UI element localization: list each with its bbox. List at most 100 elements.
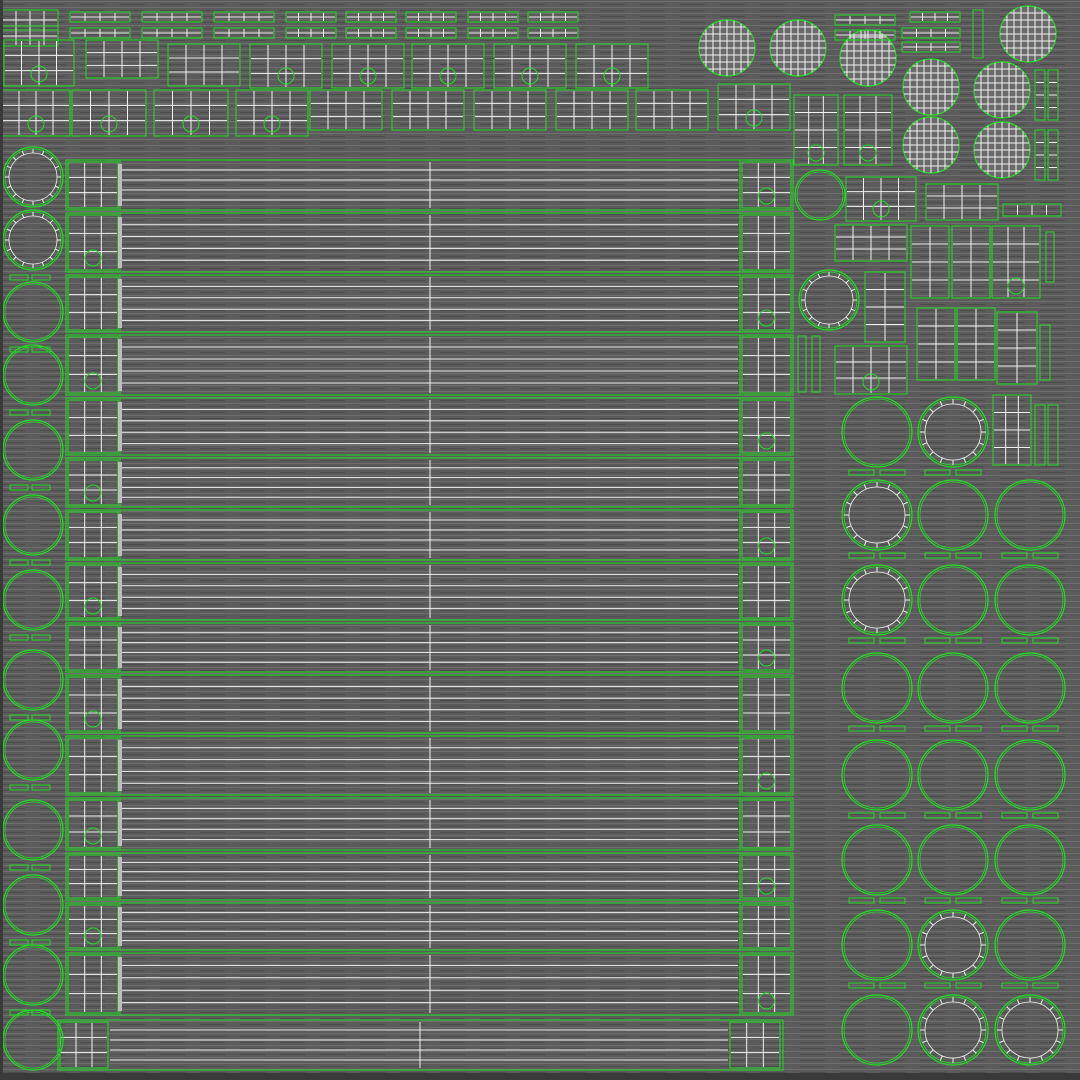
uv-small-strip	[848, 812, 875, 819]
uv-strip-shell	[527, 11, 579, 23]
uv-edge	[978, 418, 984, 422]
uv-edge	[896, 534, 901, 539]
uv-edge	[846, 610, 852, 614]
uv-edge	[49, 219, 54, 224]
uv-edge	[41, 198, 45, 204]
uv-edge	[808, 279, 813, 284]
uv-strip-shell	[405, 11, 457, 23]
uv-strip-shell	[213, 27, 275, 39]
uv-edge	[49, 256, 54, 261]
uv-hole	[603, 67, 621, 85]
uv-ring-shell	[994, 909, 1066, 981]
uv-ring-edge	[4, 801, 62, 859]
uv-edge	[12, 156, 17, 161]
uv-hole	[84, 927, 102, 945]
uv-hole	[872, 200, 890, 218]
uv-hole	[84, 710, 102, 728]
uv-ring-shell	[994, 479, 1066, 551]
uv-small-strip	[1001, 897, 1028, 904]
uv-small-strip	[1047, 404, 1059, 466]
uv-small-strip	[31, 1009, 51, 1016]
uv-small-strip	[848, 469, 875, 476]
uv-grid-shell	[3, 39, 75, 87]
uv-ring-edge	[996, 911, 1064, 979]
uv-edge	[1016, 1055, 1020, 1061]
uv-hole	[758, 537, 775, 555]
uv-plank-endcap	[739, 902, 794, 951]
uv-small-strip	[1032, 637, 1059, 644]
uv-edge	[902, 610, 908, 614]
uv-ring-shell	[994, 994, 1066, 1066]
uv-plank-endcap-grid	[741, 904, 792, 949]
uv-edge	[963, 914, 967, 920]
uv-small-strip	[1047, 129, 1059, 181]
uv-hole	[758, 772, 775, 790]
uv-plank-endcap-grid	[741, 676, 792, 732]
uv-small-strip	[9, 484, 29, 491]
uv-edge	[929, 451, 934, 456]
uv-plank-endcap-grid	[741, 214, 792, 271]
uv-small-strip	[879, 552, 906, 559]
uv-edge	[929, 1049, 934, 1054]
uv-hole	[758, 432, 775, 450]
uv-strip-shell	[467, 27, 519, 39]
uv-edge	[939, 457, 943, 463]
uv-strip-shell	[345, 11, 397, 23]
uv-plank-bevel	[118, 740, 122, 791]
uv-edge	[887, 625, 891, 631]
uv-small-strip	[879, 812, 906, 819]
uv-ring-shell	[841, 479, 913, 551]
uv-plank-endcap	[739, 274, 794, 333]
uv-small-strip	[972, 9, 984, 59]
uv-strip-shell	[901, 41, 961, 53]
uv-edge	[963, 970, 967, 976]
uv-grid-shell	[834, 224, 908, 262]
uv-plank-bevel	[118, 402, 122, 451]
uv-hole	[359, 67, 377, 85]
uv-small-strip	[9, 939, 29, 946]
uv-small-strip	[1001, 982, 1028, 989]
uv-edge	[963, 401, 967, 407]
uv-strip-shell	[141, 27, 203, 39]
uv-edge	[922, 1016, 928, 1020]
uv-edge	[850, 308, 856, 312]
uv-edge	[54, 248, 60, 252]
uv-edge	[853, 534, 858, 539]
uv-ring-edge	[4, 946, 62, 1004]
uv-small-strip	[924, 469, 951, 476]
uv-edge	[845, 316, 850, 321]
uv-ring-edge	[4, 651, 62, 709]
uv-small-strip	[9, 559, 29, 566]
uv-small-strip	[1001, 637, 1028, 644]
uv-small-strip	[9, 714, 29, 721]
uv-small-strip	[955, 552, 982, 559]
uv-edge	[817, 321, 821, 327]
uv-small-strip	[31, 484, 51, 491]
uv-plank-bevel	[118, 514, 122, 556]
uv-grid-shell	[729, 1021, 781, 1069]
uv-plank-endcap-grid	[741, 737, 792, 794]
uv-grid-shell	[71, 89, 147, 137]
uv-ring-shell	[794, 169, 846, 221]
uv-plank-endcap-grid	[741, 276, 792, 331]
uv-hole	[758, 877, 775, 895]
uv-hole	[263, 115, 281, 133]
uv-small-strip	[924, 897, 951, 904]
uv-hole	[84, 484, 102, 502]
uv-edge	[12, 219, 17, 224]
uv-ring-shell	[994, 564, 1066, 636]
uv-small-strip	[848, 725, 875, 732]
uv-edge	[802, 288, 808, 292]
uv-small-strip	[1034, 404, 1046, 466]
uv-hole	[758, 309, 775, 327]
uv-edge	[41, 261, 45, 267]
uv-strip-shell	[1002, 203, 1062, 217]
uv-grid-shell	[925, 183, 999, 221]
uv-small-strip	[1001, 552, 1028, 559]
uv-grid-shell	[331, 43, 405, 89]
uv-grid-shell	[153, 89, 229, 137]
uv-edge	[922, 931, 928, 935]
uv-strip-shell	[467, 11, 519, 23]
uv-grid-shell	[956, 307, 996, 381]
uv-grid-shell	[843, 94, 893, 166]
